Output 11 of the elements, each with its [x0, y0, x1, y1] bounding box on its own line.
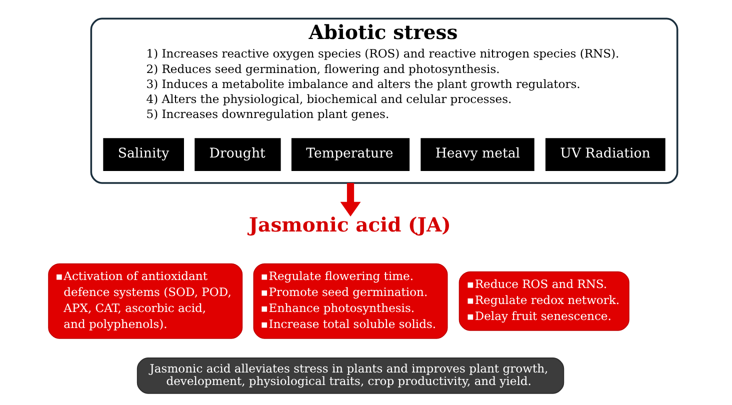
- arrow: [340, 182, 360, 217]
- node-text: Jasmonic acid (JA): [248, 213, 450, 236]
- node-box: Reduce ROS and RNS. Regulate redox network. Delay fruit senescence.: [458, 271, 629, 331]
- node-box: Jasmonic acid alleviates stress in plants and improves plant growth, development, physiological traits, crop productivity, and yield.: [136, 357, 564, 394]
- node-box: Activation of antioxidant defence systems (SOD, POD, APX, CAT, ascorbic acid, and polyphenols).: [48, 263, 242, 339]
- node-box: Temperature: [290, 138, 410, 171]
- node-box: Regulate flowering time. Promote seed germination. Enhance photosynthesis. Increase total soluble solids.: [252, 263, 448, 339]
- node-box: UV Radiation: [544, 138, 665, 171]
- node-box: Salinity: [102, 138, 184, 171]
- node-box: Drought: [194, 138, 280, 171]
- node-box: Heavy metal: [420, 138, 534, 171]
